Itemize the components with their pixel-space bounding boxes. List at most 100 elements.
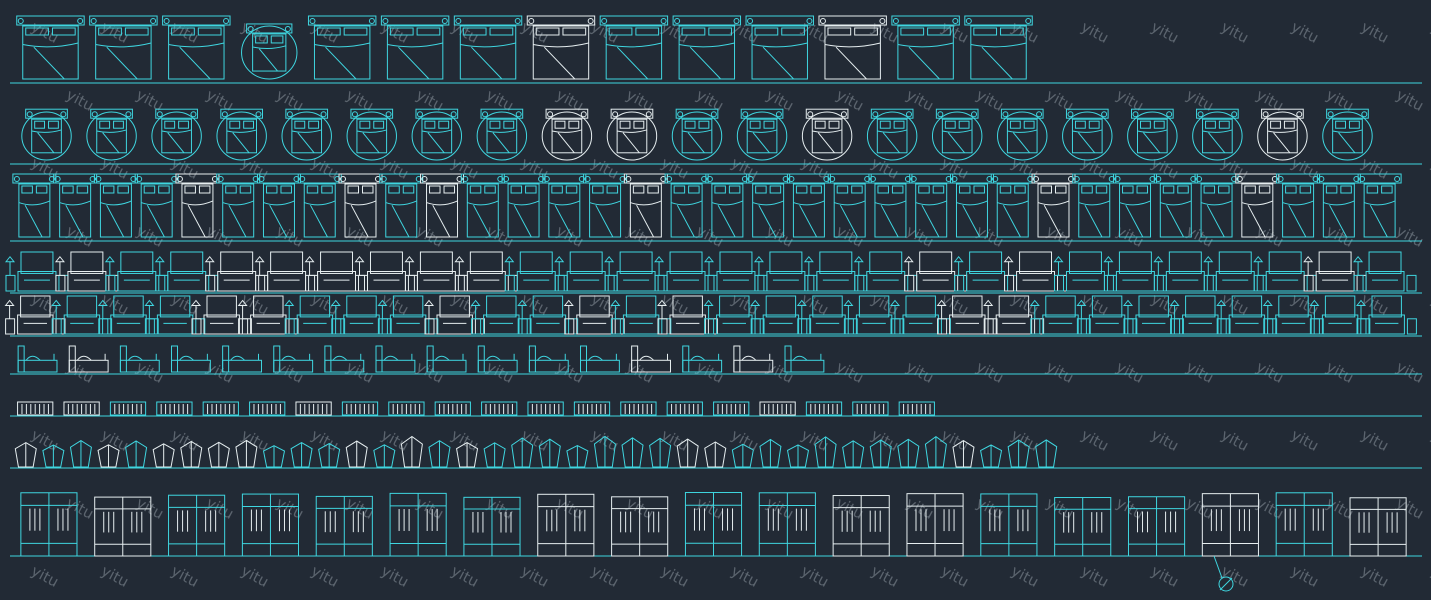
bed-plans-compact-block [12, 173, 57, 238]
watermark-text: yitu [1043, 86, 1077, 115]
watermark-text: yitu [798, 290, 832, 319]
bed-elevations-headboard-block [703, 295, 765, 335]
bed-plans-top-block [891, 15, 960, 80]
watermark-text: yitu [1428, 154, 1431, 183]
bed-plans-with-rugs-block [931, 108, 983, 161]
watermark-text: yitu [1043, 222, 1077, 251]
watermark-text: yitu [518, 154, 552, 183]
watermark-text: yitu [343, 86, 377, 115]
watermark-text: yitu [413, 86, 447, 115]
watermark-text: yitu [728, 290, 762, 319]
bed-plans-compact-block [134, 173, 179, 238]
watermark-text: yitu [903, 358, 937, 387]
wardrobe-and-kids-bedroom-elevations-block [611, 496, 669, 557]
bed-elevations-headboard-block [144, 295, 206, 335]
watermark-text: yitu [833, 222, 867, 251]
hanging-clothes-and-shoes-block [897, 438, 920, 468]
wardrobe-and-kids-bedroom-elevations-block [20, 492, 78, 557]
watermark-text: yitu [518, 562, 552, 591]
bed-elevations-headboard-block [1355, 295, 1417, 335]
bed-plans-compact-block [1316, 173, 1361, 238]
watermark-text: yitu [973, 358, 1007, 387]
watermark-text: yitu [588, 290, 622, 319]
watermark-text: yitu [98, 18, 132, 47]
wardrobe-hanging-racks-block [109, 401, 147, 416]
watermark-text: yitu [273, 86, 307, 115]
wardrobe-hanging-racks-block [295, 401, 332, 416]
watermark-text: yitu [1008, 18, 1042, 47]
wardrobe-hanging-racks-block [156, 401, 193, 416]
watermark-text: yitu [448, 426, 482, 455]
bed-plans-top-block [526, 15, 596, 80]
block-row-4 [4, 251, 1417, 292]
bed-elevations-headboard-block [936, 295, 998, 335]
hanging-clothes-and-shoes-block [1035, 439, 1058, 468]
watermark-text: yitu [1358, 154, 1392, 183]
bed-plans-compact-block [297, 173, 342, 238]
block-row-5 [4, 295, 1417, 335]
watermark-text: yitu [1323, 222, 1357, 251]
watermark-text: yitu [798, 154, 832, 183]
bed-elevations-headboard-block [377, 295, 439, 335]
watermark-text: yitu [693, 86, 727, 115]
watermark-text: yitu [1428, 290, 1431, 319]
block-row-6 [17, 345, 825, 373]
watermark-text: yitu [203, 86, 237, 115]
bed-plans-compact-block [1031, 173, 1076, 238]
bed-plans-compact-block [501, 173, 546, 238]
wardrobe-and-kids-bedroom-elevations-block [1127, 496, 1186, 557]
watermark-text: yitu [63, 86, 97, 115]
bed-elevations-side-block [784, 345, 825, 373]
watermark-text: yitu [98, 154, 132, 183]
watermark-text: yitu [658, 290, 692, 319]
block-row-8 [14, 435, 1058, 468]
hanging-clothes-and-shoes-block [649, 437, 672, 468]
wardrobe-hanging-racks-block [249, 401, 286, 416]
bed-plans-compact-block [379, 173, 424, 238]
watermark-text: yitu [1253, 222, 1287, 251]
hanging-clothes-and-shoes-block [152, 443, 175, 468]
bed-plans-with-rugs-block [346, 108, 397, 161]
watermark-text: yitu [1358, 18, 1392, 47]
hanging-clothes-and-shoes-block [621, 437, 644, 468]
bed-elevations-headboard-block [330, 295, 392, 335]
hanging-clothes-and-shoes-block [483, 442, 506, 468]
watermark-text: yitu [518, 426, 552, 455]
hanging-clothes-and-shoes-block [538, 438, 561, 468]
bed-plans-with-rugs-block [86, 108, 137, 161]
watermark-text: yitu [728, 426, 762, 455]
watermark-text: yitu [413, 222, 447, 251]
watermark-text: yitu [798, 562, 832, 591]
bed-elevations-side-block [171, 345, 211, 373]
hanging-clothes-and-shoes-block [869, 439, 892, 468]
bed-plans-compact-block [827, 173, 872, 238]
watermark-text: yitu [798, 18, 832, 47]
bed-plans-with-rugs-block [151, 108, 202, 161]
watermark-text: yitu [1113, 222, 1147, 251]
wardrobe-hanging-racks-block [759, 401, 796, 416]
watermark-text: yitu [448, 290, 482, 319]
watermark-text: yitu [1008, 562, 1042, 591]
bed-plans-top-block [745, 15, 814, 80]
watermark-text: yitu [168, 18, 202, 47]
wardrobe-hanging-racks-block [573, 401, 611, 416]
bed-plans-compact-block [460, 173, 505, 238]
watermark-text: yitu [938, 426, 972, 455]
bed-elevations-side-block [682, 345, 723, 373]
bed-elevations-side-block [631, 345, 671, 373]
bed-elevations-headboard-block [1169, 295, 1231, 335]
watermark-text: yitu [28, 18, 62, 47]
bed-plans-with-rugs-block [866, 108, 918, 161]
bed-plans-with-rugs-block [997, 108, 1048, 161]
wardrobe-hanging-racks-block [202, 401, 239, 416]
wardrobe-and-kids-bedroom-elevations-block [241, 493, 300, 557]
watermark-text: yitu [168, 290, 202, 319]
watermark-text: yitu [1008, 290, 1042, 319]
watermark-text: yitu [553, 86, 587, 115]
watermark-text: yitu [623, 86, 657, 115]
bed-plans-compact-block [1153, 173, 1198, 238]
bed-elevations-front-block [1353, 251, 1417, 292]
hanging-clothes-and-shoes-block [14, 442, 37, 468]
hanging-clothes-and-shoes-block [731, 443, 754, 468]
